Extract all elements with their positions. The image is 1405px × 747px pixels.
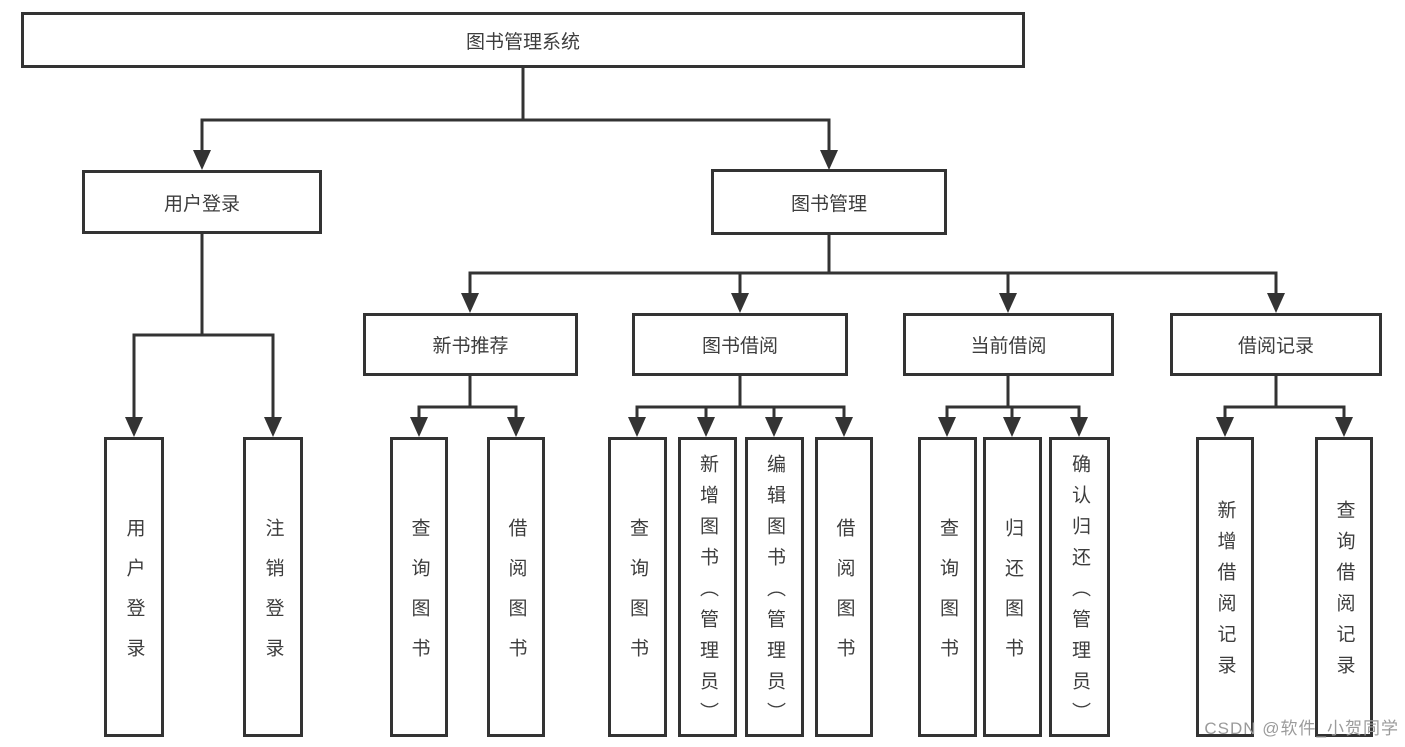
leaf-user-login-label: 用户登录	[123, 517, 145, 678]
leaf-borrow-books-recommend-label: 借阅图书	[505, 517, 527, 678]
leaf-query-books-recommend-label: 查询图书	[408, 517, 430, 678]
leaf-query-borrow-record: 查询借阅记录	[1315, 437, 1373, 737]
leaf-query-borrow-record-label: 查询借阅记录	[1333, 500, 1355, 686]
leaf-add-borrow-record-label: 新增借阅记录	[1214, 500, 1236, 686]
node-root-label: 图书管理系统	[465, 31, 580, 53]
leaf-add-book-admin: 新增图书（管理员）	[678, 437, 737, 737]
leaf-confirm-return-admin-label: 确认归还（管理员）	[1069, 453, 1090, 733]
leaf-confirm-return-admin: 确认归还（管理员）	[1049, 437, 1110, 737]
node-user-login: 用户登录	[82, 170, 322, 234]
node-current-borrow-label: 当前借阅	[970, 336, 1047, 357]
leaf-query-books-current-label: 查询图书	[937, 517, 958, 678]
node-new-book-recommend: 新书推荐	[363, 313, 578, 376]
leaf-borrow-books-recommend: 借阅图书	[487, 437, 545, 737]
leaf-query-books-recommend: 查询图书	[390, 437, 448, 737]
node-book-management: 图书管理	[711, 169, 947, 235]
leaf-return-books: 归还图书	[983, 437, 1042, 737]
node-new-book-recommend-label: 新书推荐	[432, 336, 509, 357]
leaf-logout-label: 注销登录	[262, 517, 284, 678]
node-user-login-label: 用户登录	[163, 193, 240, 215]
leaf-logout: 注销登录	[243, 437, 303, 737]
leaf-add-book-admin-label: 新增图书（管理员）	[697, 453, 718, 733]
leaf-edit-book-admin-label: 编辑图书（管理员）	[764, 453, 785, 733]
leaf-query-books-current: 查询图书	[918, 437, 977, 737]
node-current-borrow: 当前借阅	[903, 313, 1114, 376]
leaf-edit-book-admin: 编辑图书（管理员）	[745, 437, 804, 737]
node-borrow-records-label: 借阅记录	[1237, 336, 1314, 357]
leaf-query-books-borrow-label: 查询图书	[627, 517, 648, 678]
watermark-text: CSDN @软件_小贺同学	[1204, 719, 1399, 738]
node-book-borrow-label: 图书借阅	[701, 336, 778, 357]
leaf-return-books-label: 归还图书	[1002, 517, 1023, 678]
node-book-management-label: 图书管理	[790, 193, 867, 215]
leaf-query-books-borrow: 查询图书	[608, 437, 667, 737]
node-book-borrow: 图书借阅	[632, 313, 848, 376]
leaf-add-borrow-record: 新增借阅记录	[1196, 437, 1254, 737]
node-root: 图书管理系统	[21, 12, 1025, 68]
leaf-borrow-books: 借阅图书	[815, 437, 873, 737]
leaf-user-login: 用户登录	[104, 437, 164, 737]
leaf-borrow-books-label: 借阅图书	[833, 517, 855, 678]
node-borrow-records: 借阅记录	[1170, 313, 1382, 376]
